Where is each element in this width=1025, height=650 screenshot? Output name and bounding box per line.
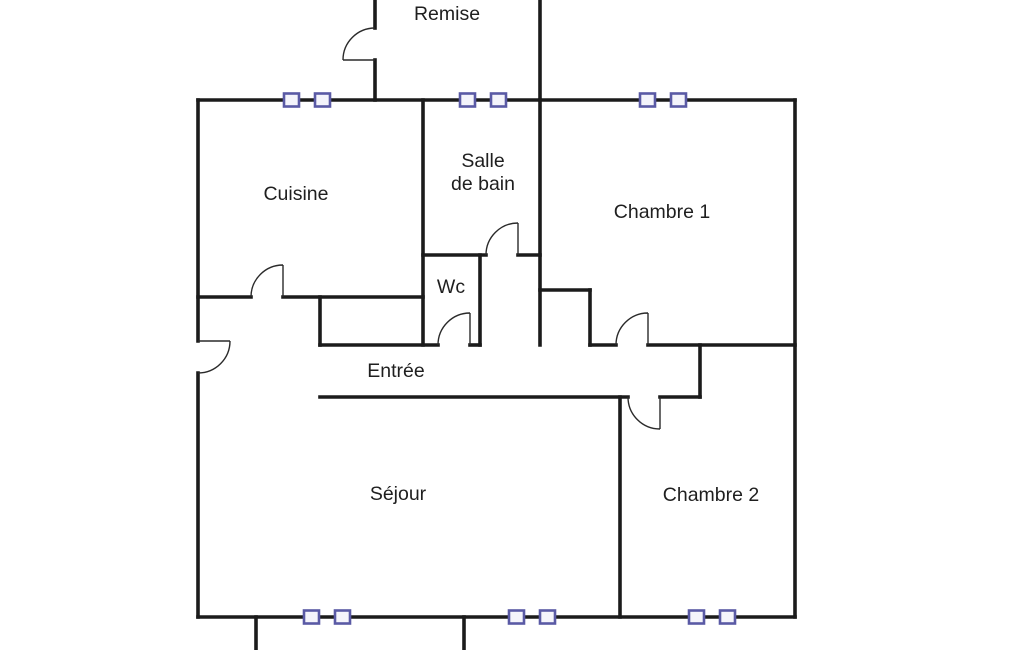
windows	[282, 92, 737, 625]
room-label-remise: Remise	[414, 3, 480, 25]
window-chambre2-icon	[687, 609, 737, 625]
chambre2-door-icon	[627, 396, 661, 430]
window-cuisine-icon	[282, 92, 332, 108]
window-sejour-right-icon	[507, 609, 557, 625]
window-salle-de-bain-icon	[458, 92, 508, 108]
front-door-icon	[197, 340, 231, 374]
room-label-salle-line2: de bain	[451, 173, 515, 195]
remise-door-icon	[342, 27, 376, 61]
room-labels: Remise Cuisine Salle de bain Chambre 1 W…	[263, 3, 759, 506]
room-label-chambre2: Chambre 2	[663, 484, 759, 506]
doors	[197, 27, 661, 430]
room-label-entree: Entrée	[367, 360, 424, 382]
room-label-wc: Wc	[437, 276, 465, 298]
salle-de-bain-door-icon	[485, 222, 519, 256]
window-chambre1-icon	[638, 92, 688, 108]
room-label-sejour: Séjour	[370, 483, 427, 505]
window-sejour-left-icon	[302, 609, 352, 625]
cuisine-door-icon	[250, 264, 284, 298]
room-label-cuisine: Cuisine	[263, 183, 328, 205]
room-label-chambre1: Chambre 1	[614, 201, 710, 223]
walls	[196, 0, 797, 650]
room-label-salle-line1: Salle	[461, 150, 504, 172]
chambre1-door-icon	[615, 312, 649, 346]
wc-door-icon	[437, 312, 471, 346]
